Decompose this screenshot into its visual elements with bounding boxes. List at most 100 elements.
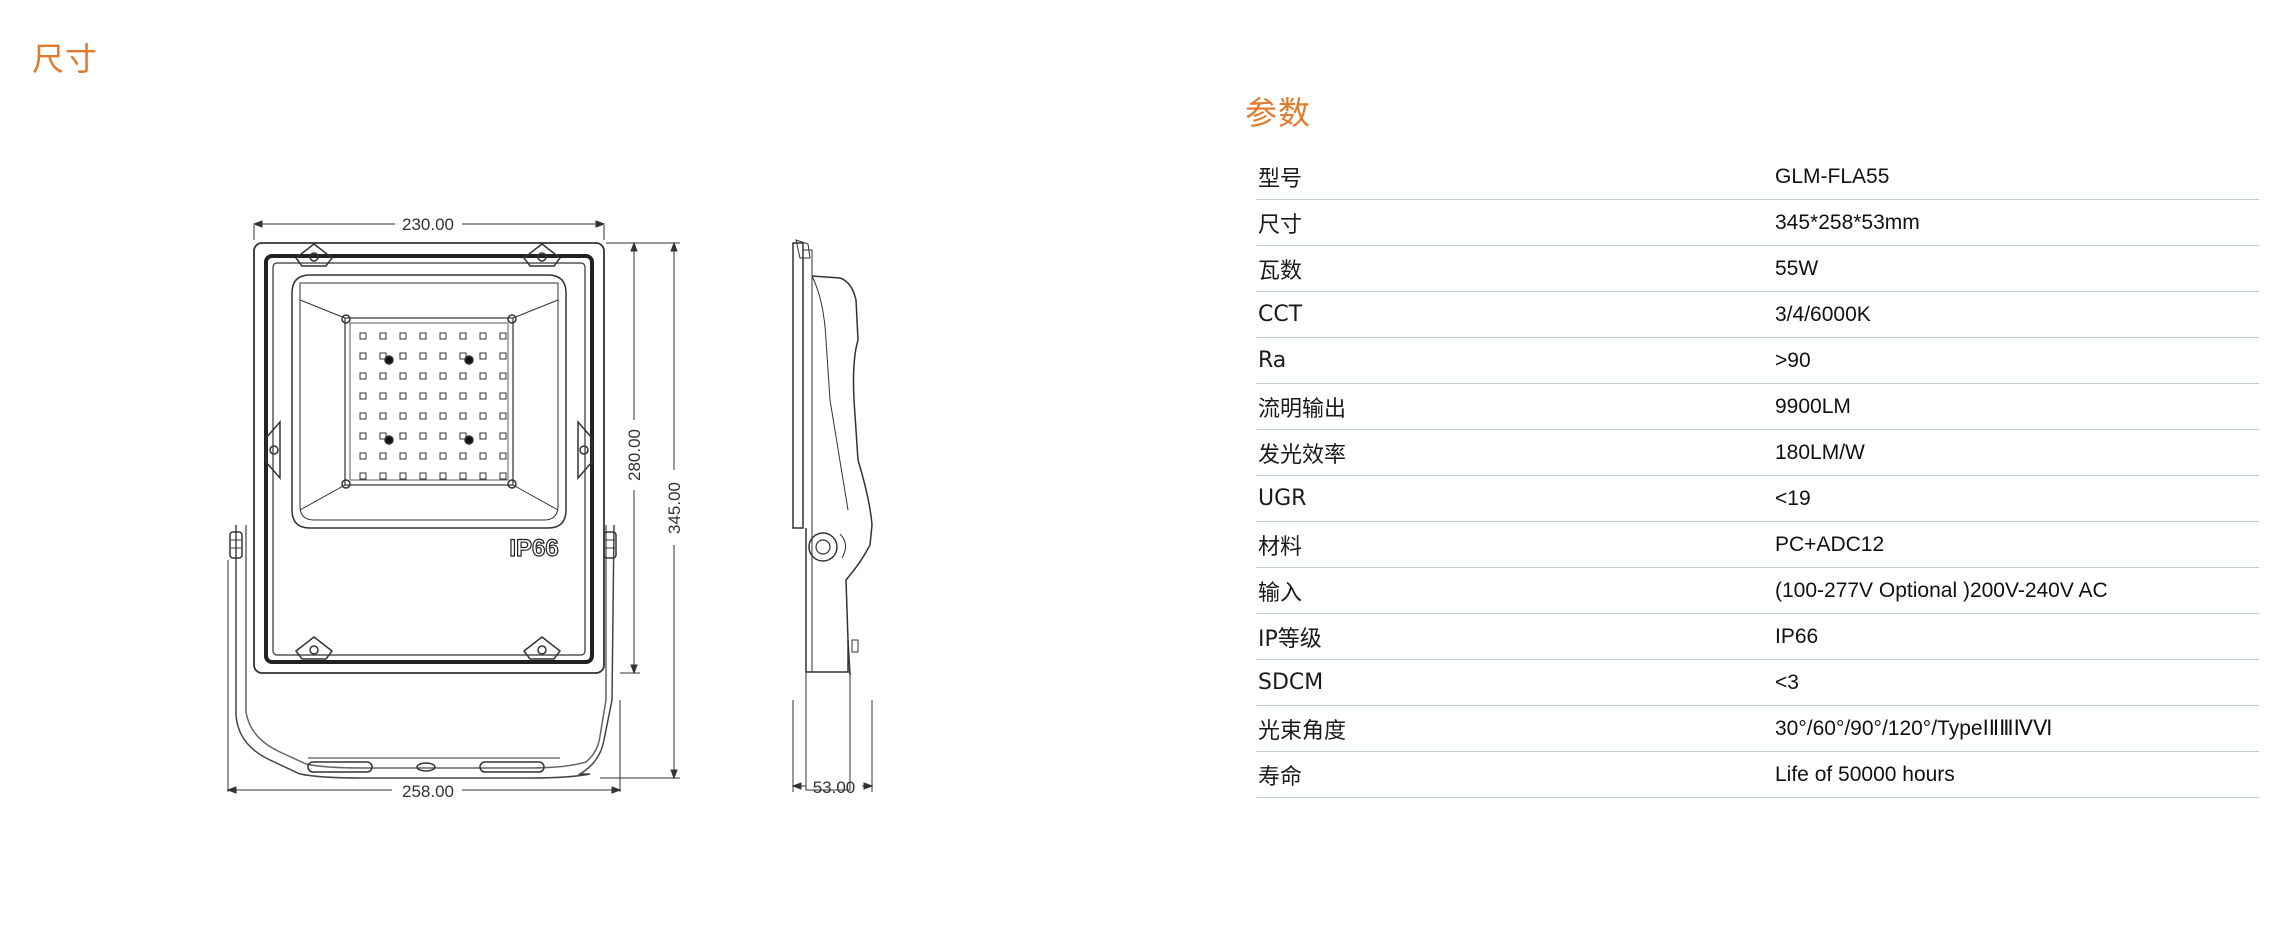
spec-value: 30°/60°/90°/120°/TypeⅠⅡⅢⅣⅥ [1775, 705, 2259, 752]
led-chip [379, 392, 387, 400]
led-chip [359, 352, 367, 360]
spec-key: 光束角度 [1256, 705, 1775, 752]
led-chip [479, 432, 487, 440]
led-chip [399, 472, 407, 480]
led-chip [399, 372, 407, 380]
spec-value: 55W [1775, 245, 2259, 292]
led-chip [419, 372, 427, 380]
led-chip [459, 472, 467, 480]
led-chip [499, 332, 507, 340]
led-chip [419, 392, 427, 400]
led-chip [479, 472, 487, 480]
led-chip [439, 372, 447, 380]
spec-row: 输入(100-277V Optional )200V-240V AC [1256, 567, 2259, 614]
led-chip [419, 332, 427, 340]
dimensions-title: 尺寸 [32, 40, 99, 78]
led-chip [439, 432, 447, 440]
spec-key: 输入 [1256, 567, 1775, 614]
led-chip [379, 352, 387, 360]
led-chip [419, 452, 427, 460]
spec-value: Life of 50000 hours [1775, 751, 2259, 798]
led-chip [479, 412, 487, 420]
led-chip [359, 472, 367, 480]
parameters-title: 参数 [1245, 94, 1312, 132]
dim-inner-height: 280.00 [625, 429, 644, 481]
led-chip [499, 432, 507, 440]
led-chip [439, 352, 447, 360]
led-chip [459, 412, 467, 420]
led-chip [359, 332, 367, 340]
led-chip [499, 452, 507, 460]
spec-value: (100-277V Optional )200V-240V AC [1775, 567, 2259, 614]
led-chip [399, 392, 407, 400]
ip-rating-mark: IP66 [509, 535, 558, 562]
led-chip [359, 452, 367, 460]
led-chip [459, 352, 467, 360]
spec-value: 180LM/W [1775, 429, 2259, 476]
spec-key: UGR [1256, 475, 1775, 522]
led-chip [379, 452, 387, 460]
led-chip [499, 412, 507, 420]
led-chip [399, 332, 407, 340]
spec-key: 寿命 [1256, 751, 1775, 798]
spec-key: 流明输出 [1256, 383, 1775, 430]
led-chip [399, 452, 407, 460]
led-chip [419, 472, 427, 480]
led-chip [479, 452, 487, 460]
dim-top-width: 230.00 [402, 215, 454, 234]
led-chip [359, 412, 367, 420]
spec-value: 345*258*53mm [1775, 199, 2259, 246]
led-chip [399, 352, 407, 360]
spec-value: 3/4/6000K [1775, 291, 2259, 338]
led-chip [379, 372, 387, 380]
led-chip [379, 472, 387, 480]
spec-key: Ra [1256, 337, 1775, 384]
spec-value: >90 [1775, 337, 2259, 384]
spec-row: Ra>90 [1256, 337, 2259, 384]
led-chip [379, 332, 387, 340]
spec-value: <19 [1775, 475, 2259, 522]
led-chip [479, 392, 487, 400]
spec-key: CCT [1256, 291, 1775, 338]
led-chip [439, 392, 447, 400]
led-chip [359, 372, 367, 380]
side-view: 53.00 [791, 239, 874, 797]
led-chip [499, 372, 507, 380]
dim-depth: 53.00 [813, 778, 856, 797]
led-chip [459, 332, 467, 340]
spec-value: PC+ADC12 [1775, 521, 2259, 568]
led-chip [499, 472, 507, 480]
led-chip [379, 432, 387, 440]
led-chip [359, 392, 367, 400]
led-chip [439, 472, 447, 480]
led-chip [399, 432, 407, 440]
led-chip [379, 412, 387, 420]
led-chip [499, 352, 507, 360]
led-chip [459, 452, 467, 460]
led-chip [479, 372, 487, 380]
led-chip [399, 412, 407, 420]
led-chip [439, 412, 447, 420]
led-chip [459, 392, 467, 400]
spec-key: 尺寸 [1256, 199, 1775, 246]
spec-key: 瓦数 [1256, 245, 1775, 292]
spec-key: 材料 [1256, 521, 1775, 568]
dim-total-height: 345.00 [665, 482, 684, 534]
led-chip [439, 332, 447, 340]
led-chip [459, 372, 467, 380]
technical-drawing: IP66 230.00 258.00 280.00 345.00 [226, 215, 874, 801]
led-chip [359, 432, 367, 440]
led-chip [479, 352, 487, 360]
front-view: IP66 230.00 258.00 280.00 345.00 [226, 215, 684, 801]
